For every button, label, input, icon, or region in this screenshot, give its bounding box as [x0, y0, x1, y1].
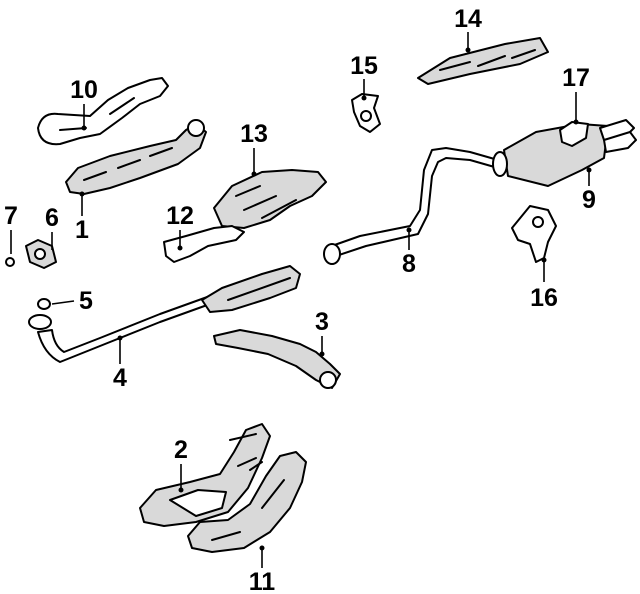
callout-6-label: 6	[45, 204, 59, 232]
part-13-converter-shield	[213, 169, 327, 229]
callout-14-label: 14	[454, 5, 482, 33]
callout-16: 16	[530, 257, 558, 312]
callout-13-label: 13	[240, 120, 268, 148]
callout-2: 2	[174, 436, 188, 493]
callout-1-label: 1	[75, 216, 89, 244]
part-4-front-pipe	[28, 265, 301, 363]
part-2-manifold-lower	[139, 423, 271, 527]
callout-3: 3	[315, 308, 329, 357]
part-11-lower-shield	[187, 451, 307, 553]
callout-7: 7	[4, 202, 18, 254]
part-16-bracket	[511, 205, 557, 263]
callout-10-label: 10	[70, 76, 98, 104]
part-12-bracket	[163, 225, 245, 263]
callout-6: 6	[45, 204, 59, 250]
callout-17: 17	[562, 64, 590, 125]
callout-11-label: 11	[249, 568, 276, 594]
callout-12: 12	[166, 202, 194, 251]
callout-8: 8	[402, 227, 416, 278]
callout-17-label: 17	[562, 64, 590, 92]
callout-10: 10	[70, 76, 98, 131]
callout-8-label: 8	[402, 250, 416, 278]
callout-3-label: 3	[315, 308, 329, 336]
part-5-seal	[37, 298, 51, 310]
part-17-hanger	[559, 121, 589, 147]
callout-1: 1	[75, 191, 89, 244]
callout-5: 5	[51, 287, 93, 315]
callout-2-label: 2	[174, 436, 188, 464]
callout-4: 4	[113, 335, 127, 392]
callout-5-label: 5	[79, 287, 93, 315]
callout-9-label: 9	[582, 186, 596, 214]
callout-15-label: 15	[350, 52, 378, 80]
callout-4-label: 4	[113, 364, 127, 392]
part-6-gasket	[25, 239, 57, 269]
part-7-nut	[5, 257, 15, 267]
part-14-heat-shield	[417, 37, 549, 85]
part-15-hanger	[351, 93, 381, 133]
part-8-intermediate-pipe	[323, 147, 499, 265]
part-10-manifold-upper	[37, 77, 169, 146]
callout-7-label: 7	[4, 202, 18, 230]
part-3-crossover-pipe	[213, 329, 341, 389]
callout-14: 14	[454, 5, 482, 53]
part-1-exhaust-manifold	[65, 119, 207, 195]
callout-16-label: 16	[530, 284, 558, 312]
callout-13: 13	[240, 120, 268, 177]
callout-9: 9	[582, 167, 596, 214]
callout-12-label: 12	[166, 202, 194, 230]
callout-15: 15	[350, 52, 378, 101]
callout-11: 11	[249, 545, 276, 594]
